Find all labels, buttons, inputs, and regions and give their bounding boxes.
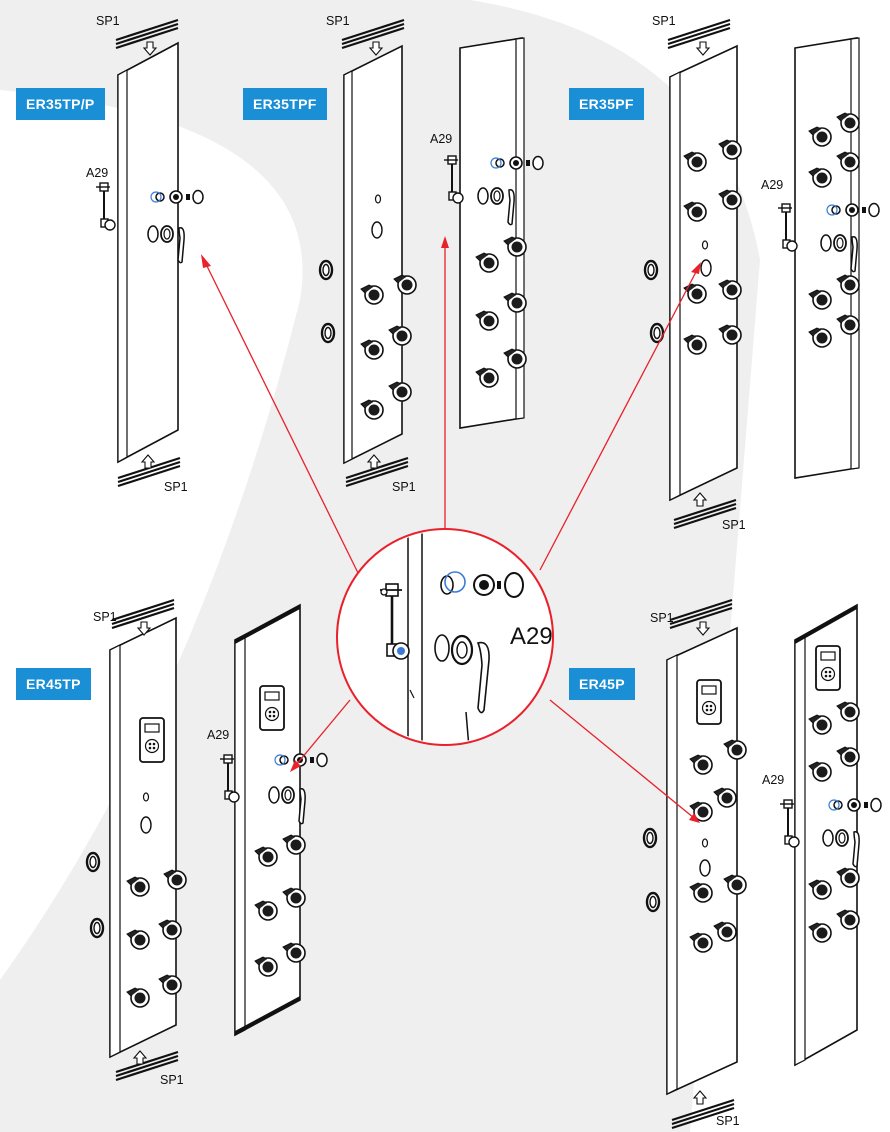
arrowhead-1 (201, 254, 211, 268)
sp1-label: SP1 (164, 480, 188, 494)
panel-er35tpp (95, 41, 204, 464)
sp1-label: SP1 (722, 518, 746, 532)
model-badge-er45p: ER45P (569, 668, 635, 700)
arrowhead-5 (689, 813, 700, 823)
a29-label: A29 (430, 132, 453, 146)
panel-er35pf (643, 37, 880, 502)
panel-er35tpf (318, 37, 544, 465)
arrowhead-4 (290, 760, 301, 772)
sp1-label: SP1 (326, 14, 350, 28)
callout-arrows (204, 243, 698, 819)
a29-label: A29 (86, 166, 109, 180)
panel-er45tp (85, 603, 328, 1059)
model-badge-er35pf: ER35PF (569, 88, 644, 120)
sp1-label: SP1 (93, 610, 117, 624)
sp1-label: SP1 (160, 1073, 184, 1087)
a29-label: A29 (762, 773, 785, 787)
a29-label: A29 (207, 728, 230, 742)
panel-er45p (642, 603, 882, 1096)
sp1-label: SP1 (716, 1114, 740, 1128)
sp1-label: SP1 (96, 14, 120, 28)
model-badge-er45tp: ER45TP (16, 668, 91, 700)
sp1-label: SP1 (650, 611, 674, 625)
zoom-detail (336, 528, 554, 746)
sp1-label: SP1 (392, 480, 416, 494)
sp1-label: SP1 (652, 14, 676, 28)
arrowhead-2 (441, 236, 449, 248)
a29-zoom-label: A29 (510, 623, 553, 650)
arrowhead-3 (691, 262, 701, 274)
model-badge-er35tpp: ER35TP/P (16, 88, 105, 120)
model-badge-er35tpf: ER35TPF (243, 88, 327, 120)
a29-label: A29 (761, 178, 784, 192)
